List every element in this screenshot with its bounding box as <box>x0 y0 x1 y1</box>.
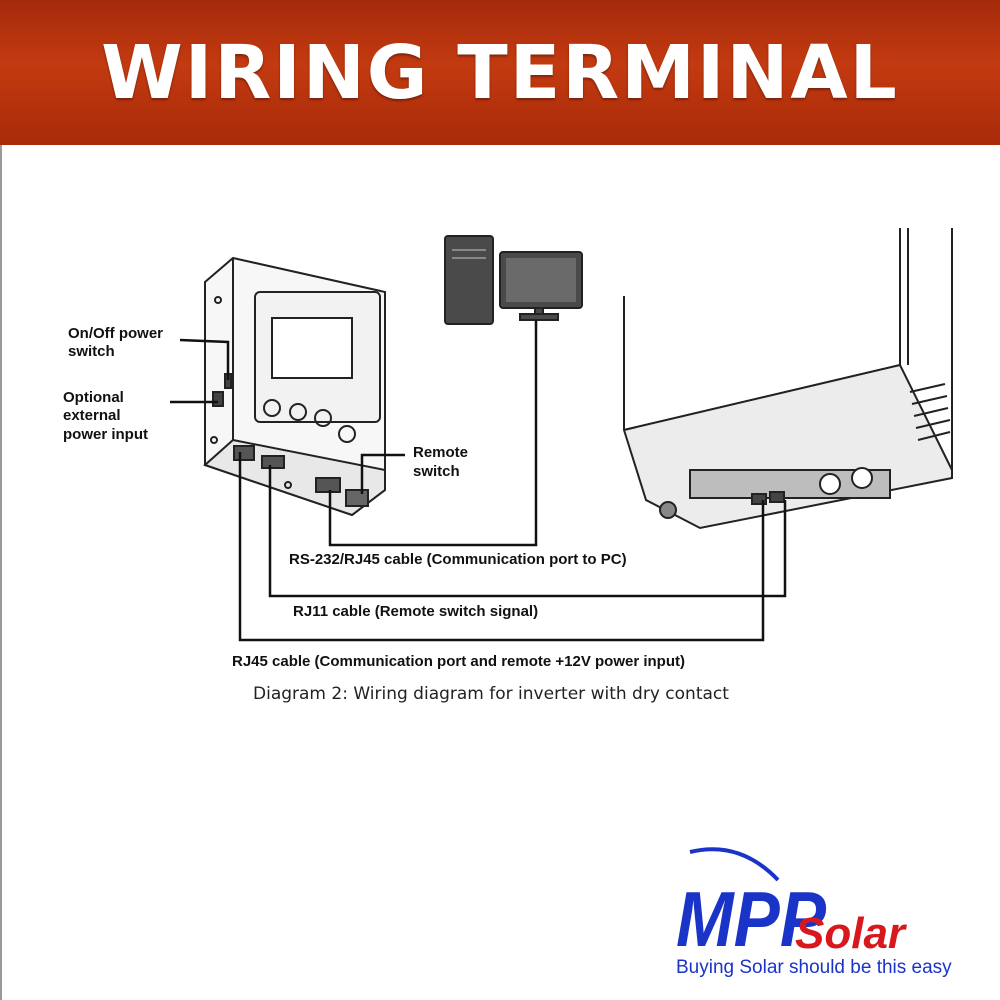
page-title: WIRING TERMINAL <box>101 29 899 116</box>
onoff-label-2: switch <box>68 343 115 360</box>
rj45-cable-label: RJ45 cable (Communication port and remot… <box>232 653 685 670</box>
logo-solar-text: Solar <box>795 909 908 958</box>
diagram-caption: Diagram 2: Wiring diagram for inverter w… <box>253 684 729 704</box>
rj11-cable-line <box>268 465 787 598</box>
logo-tagline: Buying Solar should be this easy <box>676 957 952 978</box>
remote-switch-label-2: switch <box>413 463 460 480</box>
onoff-label-1: On/Off power <box>68 325 163 342</box>
computer-icon <box>444 235 583 325</box>
leader-lines <box>170 338 405 494</box>
cables <box>238 320 787 642</box>
rs232-cable-label: RS-232/RJ45 cable (Communication port to… <box>289 551 627 568</box>
rj11-cable-label: RJ11 cable (Remote switch signal) <box>293 603 538 620</box>
rj45-cable-line <box>238 452 765 642</box>
mpp-solar-logo: MPP Solar Buying Solar should be this ea… <box>676 847 952 978</box>
logo-swoosh <box>689 847 780 882</box>
left-border <box>0 145 2 1000</box>
remote-switch-label-1: Remote <box>413 444 468 461</box>
ext-power-label-2: external <box>63 407 121 424</box>
ext-power-label-3: power input <box>63 426 148 443</box>
logo-mpp-text: MPP <box>676 875 827 963</box>
ext-power-label-1: Optional <box>63 389 124 406</box>
inverter-unit <box>622 228 953 530</box>
remote-panel <box>203 256 386 517</box>
rs232-cable-line <box>328 320 538 547</box>
title-banner: WIRING TERMINAL <box>0 0 1000 145</box>
